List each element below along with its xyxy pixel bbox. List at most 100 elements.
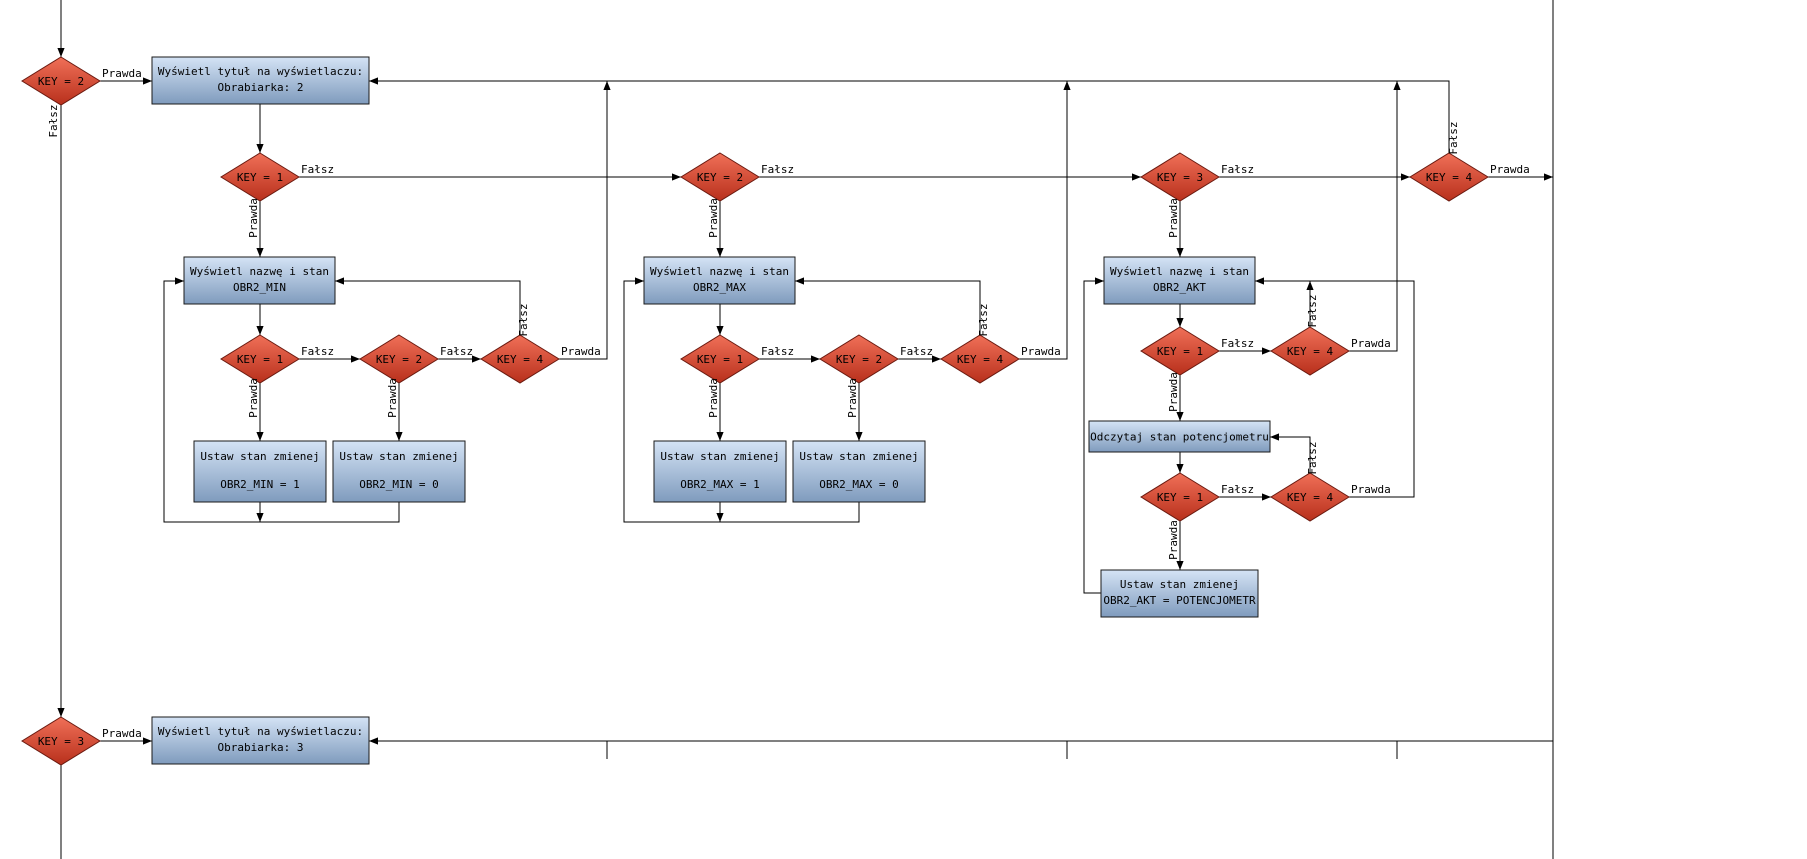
decision-text: KEY = 2	[376, 353, 422, 366]
process-box-text: Obrabiarka: 3	[217, 741, 303, 754]
decision-key2-top: KEY = 2	[21, 56, 101, 106]
decision-text: KEY = 1	[1157, 491, 1203, 504]
process-box-text: OBR2_MAX	[693, 281, 746, 294]
label-prawda: Prawda	[1351, 337, 1391, 350]
max-key4-false	[795, 277, 981, 335]
decision-text: KEY = 3	[38, 735, 84, 748]
label-prawda: Prawda	[102, 67, 142, 80]
label-falsz: Fałsz	[900, 345, 933, 358]
decision-text: KEY = 3	[1157, 171, 1203, 184]
decision-text: KEY = 4	[497, 353, 544, 366]
label-prawda: Prawda	[561, 345, 601, 358]
min-loop	[163, 277, 400, 523]
label-falsz: Fałsz	[440, 345, 473, 358]
decision-text: KEY = 1	[237, 171, 283, 184]
process-box-text: Odczytaj stan potencjometru	[1090, 431, 1269, 444]
label-falsz: Fałsz	[517, 303, 530, 336]
akt-key4b-true	[1255, 277, 1415, 498]
process-box-text: Ustaw stan zmienej	[339, 450, 458, 463]
label-falsz: Fałsz	[761, 163, 794, 176]
process-box-title-top: Wyświetl tytuł na wyświetlaczu: Obrabiark…	[151, 56, 370, 105]
decision-max-key4: KEY = 4	[940, 334, 1020, 384]
decision-akt-key1b: KEY = 1	[1140, 472, 1220, 522]
max-loop	[623, 277, 860, 523]
process-box-text: Wyświetl tytuł na wyświetlaczu:	[158, 725, 363, 738]
process-box-text: Ustaw stan zmienej	[1120, 578, 1239, 591]
label-prawda: Prawda	[247, 378, 260, 418]
label-prawda: Prawda	[1167, 198, 1180, 238]
process-box-text: OBR2_AKT = POTENCJOMETR	[1103, 594, 1256, 607]
process-box-read-pot: Odczytaj stan potencjometru	[1088, 420, 1271, 453]
process-box-text: OBR2_AKT	[1153, 281, 1206, 294]
akt-key4b-false	[1270, 433, 1311, 473]
process-box-title-bottom: Wyświetl tytuł na wyświetlaczu: Obrabiark…	[151, 716, 370, 765]
decision-min-key1: KEY = 1	[220, 334, 300, 384]
decision-key3-bottom: KEY = 3	[21, 716, 101, 766]
label-prawda: Prawda	[707, 198, 720, 238]
label-prawda: Prawda	[1021, 345, 1061, 358]
decision-max-key1: KEY = 1	[680, 334, 760, 384]
process-box-text: Obrabiarka: 2	[217, 81, 303, 94]
label-falsz: Fałsz	[977, 303, 990, 336]
process-box-text: Wyświetl nazwę i stan	[1110, 265, 1249, 278]
label-falsz: Fałsz	[1447, 121, 1460, 154]
label-prawda: Prawda	[1351, 483, 1391, 496]
process-box-text: OBR2_MAX = 1	[680, 478, 759, 491]
process-box-text: Wyświetl tytuł na wyświetlaczu:	[158, 65, 363, 78]
decision-text: KEY = 4	[1426, 171, 1473, 184]
decision-akt-key4a: KEY = 4	[1270, 326, 1350, 376]
label-prawda: Prawda	[386, 378, 399, 418]
label-prawda: Prawda	[1490, 163, 1530, 176]
label-prawda: Prawda	[707, 378, 720, 418]
label-falsz: Fałsz	[1221, 163, 1254, 176]
decision-text: KEY = 2	[836, 353, 882, 366]
decision-text: KEY = 2	[38, 75, 84, 88]
decision-text: KEY = 4	[1287, 345, 1334, 358]
shapes: Wyświetl tytuł na wyświetlaczu: Obrabiark…	[21, 56, 1489, 766]
decision-text: KEY = 4	[1287, 491, 1334, 504]
decision-text: KEY = 1	[1157, 345, 1203, 358]
process-box-text: OBR2_MIN	[233, 281, 286, 294]
label-prawda: Prawda	[846, 378, 859, 418]
label-prawda: Prawda	[1167, 372, 1180, 412]
decision-min-key2: KEY = 2	[359, 334, 439, 384]
label-falsz: Fałsz	[1306, 294, 1319, 327]
label-falsz: Fałsz	[301, 163, 334, 176]
process-box-text: OBR2_MAX = 0	[819, 478, 898, 491]
decision-akt-key1a: KEY = 1	[1140, 326, 1220, 376]
decision-s1-key1: KEY = 1	[220, 152, 300, 202]
decision-s3-key3: KEY = 3	[1140, 152, 1220, 202]
process-box-text: OBR2_MIN = 1	[220, 478, 299, 491]
label-falsz: Fałsz	[47, 104, 60, 137]
decision-text: KEY = 1	[237, 353, 283, 366]
decision-max-key2: KEY = 2	[819, 334, 899, 384]
max-key4-true	[1019, 81, 1071, 360]
process-box-text: Ustaw stan zmienej	[799, 450, 918, 463]
akt-loop	[1083, 277, 1104, 594]
min-key4-false	[335, 277, 521, 335]
decision-s2-key2: KEY = 2	[680, 152, 760, 202]
label-falsz: Fałsz	[1306, 441, 1319, 474]
label-falsz: Fałsz	[1221, 483, 1254, 496]
label-prawda: Prawda	[1167, 520, 1180, 560]
decision-akt-key4b: KEY = 4	[1270, 472, 1350, 522]
connectors	[57, 0, 1554, 859]
decision-min-key4: KEY = 4	[480, 334, 560, 384]
s4-false-return	[369, 77, 1450, 153]
process-box-text: OBR2_MIN = 0	[359, 478, 438, 491]
label-prawda: Prawda	[247, 198, 260, 238]
decision-text: KEY = 1	[697, 353, 743, 366]
decision-text: KEY = 2	[697, 171, 743, 184]
label-falsz: Fałsz	[1221, 337, 1254, 350]
process-box-text: Ustaw stan zmienej	[660, 450, 779, 463]
akt-key4a-true	[1349, 81, 1401, 352]
